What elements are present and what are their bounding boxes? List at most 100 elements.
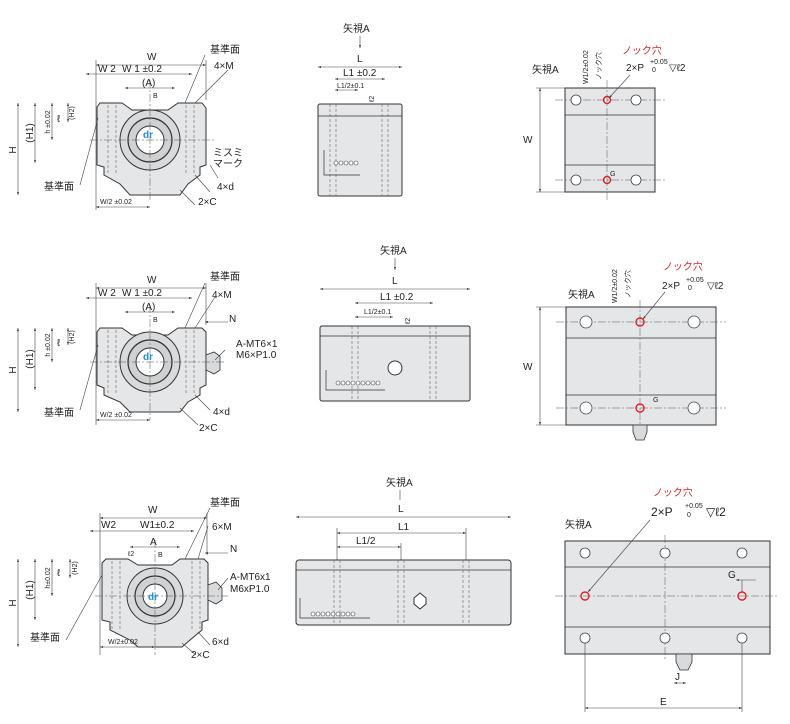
row2-top-view: 矢視A ノック穴 2×P +0.05 0 ▽ℓ2 W1/2±0.02 ノック穴 … [523,260,726,441]
dim-L1: L1 ±0.2 [380,292,414,303]
dim-W2: W 2 [98,288,116,299]
knock-hole-vertical: ノック穴 [594,52,603,80]
dim-W-half: W/2±0.02 [108,639,138,646]
view-label: 矢視A [568,288,595,301]
dim-N: N [230,544,237,555]
ref-surface-top: 基準面 [210,270,240,283]
knock-hole-label: ノック穴 [622,44,662,57]
ref-surface-top: 基準面 [210,43,240,56]
knock-tol-upper: +0.05 [650,59,668,66]
dim-H2: (H2) [69,330,76,344]
knock-tol-lower: 0 [687,512,691,519]
view-label: 矢視A [532,63,559,76]
row3-top-view: ノック穴 2×P +0.05 0 ▽ℓ2 矢視A G J E [555,486,778,712]
knock-tol-upper: +0.05 [685,503,703,510]
dim-W1: W 1 ±0.2 [122,288,162,299]
dim-L: L [392,276,398,287]
dim-G: G [653,397,658,404]
dim-L1: L1 ±0.2 [343,68,377,79]
dim-l: ℓ [57,338,61,349]
dim-B: B [158,552,163,559]
knock-hole-label: ノック穴 [663,260,703,273]
dim-H: H [8,599,19,606]
knock-tol-upper: +0.05 [686,277,704,284]
dim-L: L [357,54,363,65]
label-d: 6×d [212,637,229,648]
dim-W: W [147,275,157,286]
dim-l2: ℓ2 [369,96,376,103]
dim-W: W [147,52,157,63]
dim-W2: W2 [101,520,116,531]
dim-W1-half: W1/2±0.02 [612,269,619,303]
ref-surface-bottom: 基準面 [44,180,74,193]
dim-G: G [728,570,736,581]
knock-P: 2×P [626,63,644,74]
dim-B: B [153,93,158,100]
ref-surface-top: 基準面 [210,496,240,509]
dim-G: G [610,171,615,178]
label-C: 2×C [191,650,210,661]
row1-top-view: 矢視A ノック穴 2×P +0.05 0 ▽ℓ2 W1/2±0.02 ノック穴 … [523,44,686,200]
knock-P: 2×P [662,281,680,292]
dim-l: ℓ [57,114,61,125]
knock-P: 2×P [651,505,673,519]
dim-W-half: W/2 ±0.02 [100,199,132,206]
dim-H1: (H1) [25,580,36,599]
dim-H2: (H2) [69,106,76,120]
dim-W2: W 2 [98,64,116,75]
view-arrow-label: 矢視A [380,244,407,257]
dim-A: A [150,537,157,548]
dim-E: E [660,697,667,708]
dim-H: H [8,366,19,373]
dim-W1-half: W1/2±0.02 [583,50,590,84]
dim-dr: dr [143,352,153,363]
misumi-mark-2: マーク [213,158,243,170]
dim-H2: (H2) [72,561,79,575]
dim-H1: (H1) [25,123,36,142]
dim-B: B [153,317,158,324]
misumi-mark: ミスミ [213,148,243,159]
dim-l2: ℓ2 [405,318,412,325]
row3-side-view: 矢視A L L1 L1/2 [295,476,512,626]
grease-thread: M6xP1.0 [230,584,270,595]
dim-dr: dr [148,592,158,603]
view-arrow-label: 矢視A [386,476,413,489]
dim-A: (A) [142,78,155,89]
knock-depth: ▽ℓ2 [669,63,686,74]
dim-h: h±0.02 [45,567,52,588]
dim-L1: L1 [398,522,410,533]
row2-front-view: W W 2 W 1 ±0.2 (A) B 基準面 4×M N A-MT6×1 M… [8,270,278,434]
view-label: 矢視A [565,518,592,531]
knock-depth: ▽ℓ2 [707,281,724,292]
knock-hole-label: ノック穴 [653,486,693,499]
dim-W1: W1±0.2 [140,520,175,531]
row1-side-view: 矢視A L L1 ±0.2 L1/2±0.1 ℓ2 [317,22,403,197]
dim-L1-half: L1/2 [356,536,376,547]
label-C: 2×C [199,423,218,434]
ref-surface-bottom: 基準面 [30,631,60,644]
knock-depth: ▽ℓ2 [706,505,726,519]
dim-H: H [8,146,19,153]
dim-W: W [523,362,533,373]
dim-L1-half: L1/2±0.1 [337,83,364,90]
knock-hole-vertical: ノック穴 [623,270,632,298]
view-arrow-label: 矢視A [343,22,370,35]
label-M: 4×M [214,61,234,72]
label-C: 2×C [198,197,217,208]
label-M: 4×M [212,290,232,301]
grease-nipple: A-MT6x1 [230,572,271,583]
dim-H1: (H1) [25,349,36,368]
dim-J: J [675,672,680,683]
dim-N: N [229,314,236,325]
dim-h: h ±0.02 [45,110,52,133]
grease-nipple: A-MT6×1 [236,339,278,350]
dim-l2: ℓ2 [127,551,134,558]
grease-thread: M6×P1.0 [236,350,277,361]
label-d: 4×d [213,407,230,418]
dim-L: L [398,504,404,515]
knock-tol-lower: 0 [688,285,692,292]
row1-front-view: W W 2 W 1 ±0.2 (A) B 基準面 4×M H (H1) h ±0… [8,43,243,210]
ref-surface-bottom: 基準面 [44,406,74,419]
dim-W1: W 1 ±0.2 [122,64,162,75]
row3-front-view: W W2 W1±0.2 A ℓ2 B 基準面 6×M N A-MT6x1 M6x… [8,496,271,661]
